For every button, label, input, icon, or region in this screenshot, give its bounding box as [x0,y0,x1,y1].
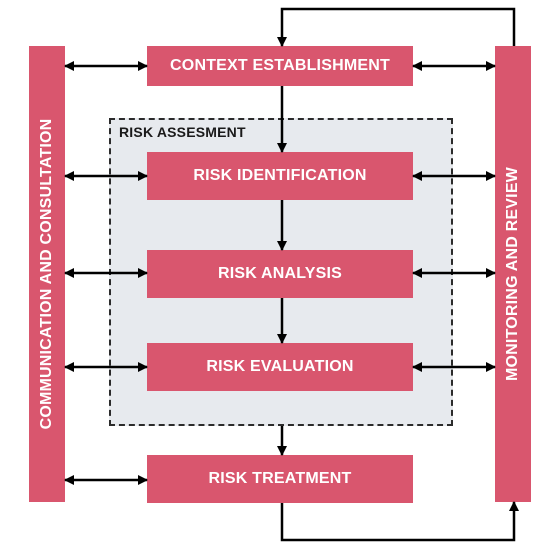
risk-evaluation-box: RISK EVALUATION [147,343,413,391]
risk-treatment-box: RISK TREATMENT [147,455,413,503]
risk-analysis-box: RISK ANALYSIS [147,250,413,298]
context-establishment-label: CONTEXT ESTABLISHMENT [170,57,390,74]
risk-treatment-label: RISK TREATMENT [208,470,352,487]
communication-consultation-bar: COMMUNICATION AND CONSULTATION [29,46,65,502]
arrow-treatment-to-monitoring-loop [280,501,519,542]
risk-evaluation-label: RISK EVALUATION [206,358,354,375]
risk-analysis-label: RISK ANALYSIS [217,265,343,282]
arrow-monitoring-to-context-loop [277,7,516,47]
risk-identification-box: RISK IDENTIFICATION [147,152,413,200]
context-establishment-box: CONTEXT ESTABLISHMENT [147,46,413,86]
risk-identification-label: RISK IDENTIFICATION [193,167,367,184]
risk-assessment-label: RISK ASSESMENT [119,124,246,140]
monitoring-review-bar: MONITORING AND REVIEW [495,46,531,502]
